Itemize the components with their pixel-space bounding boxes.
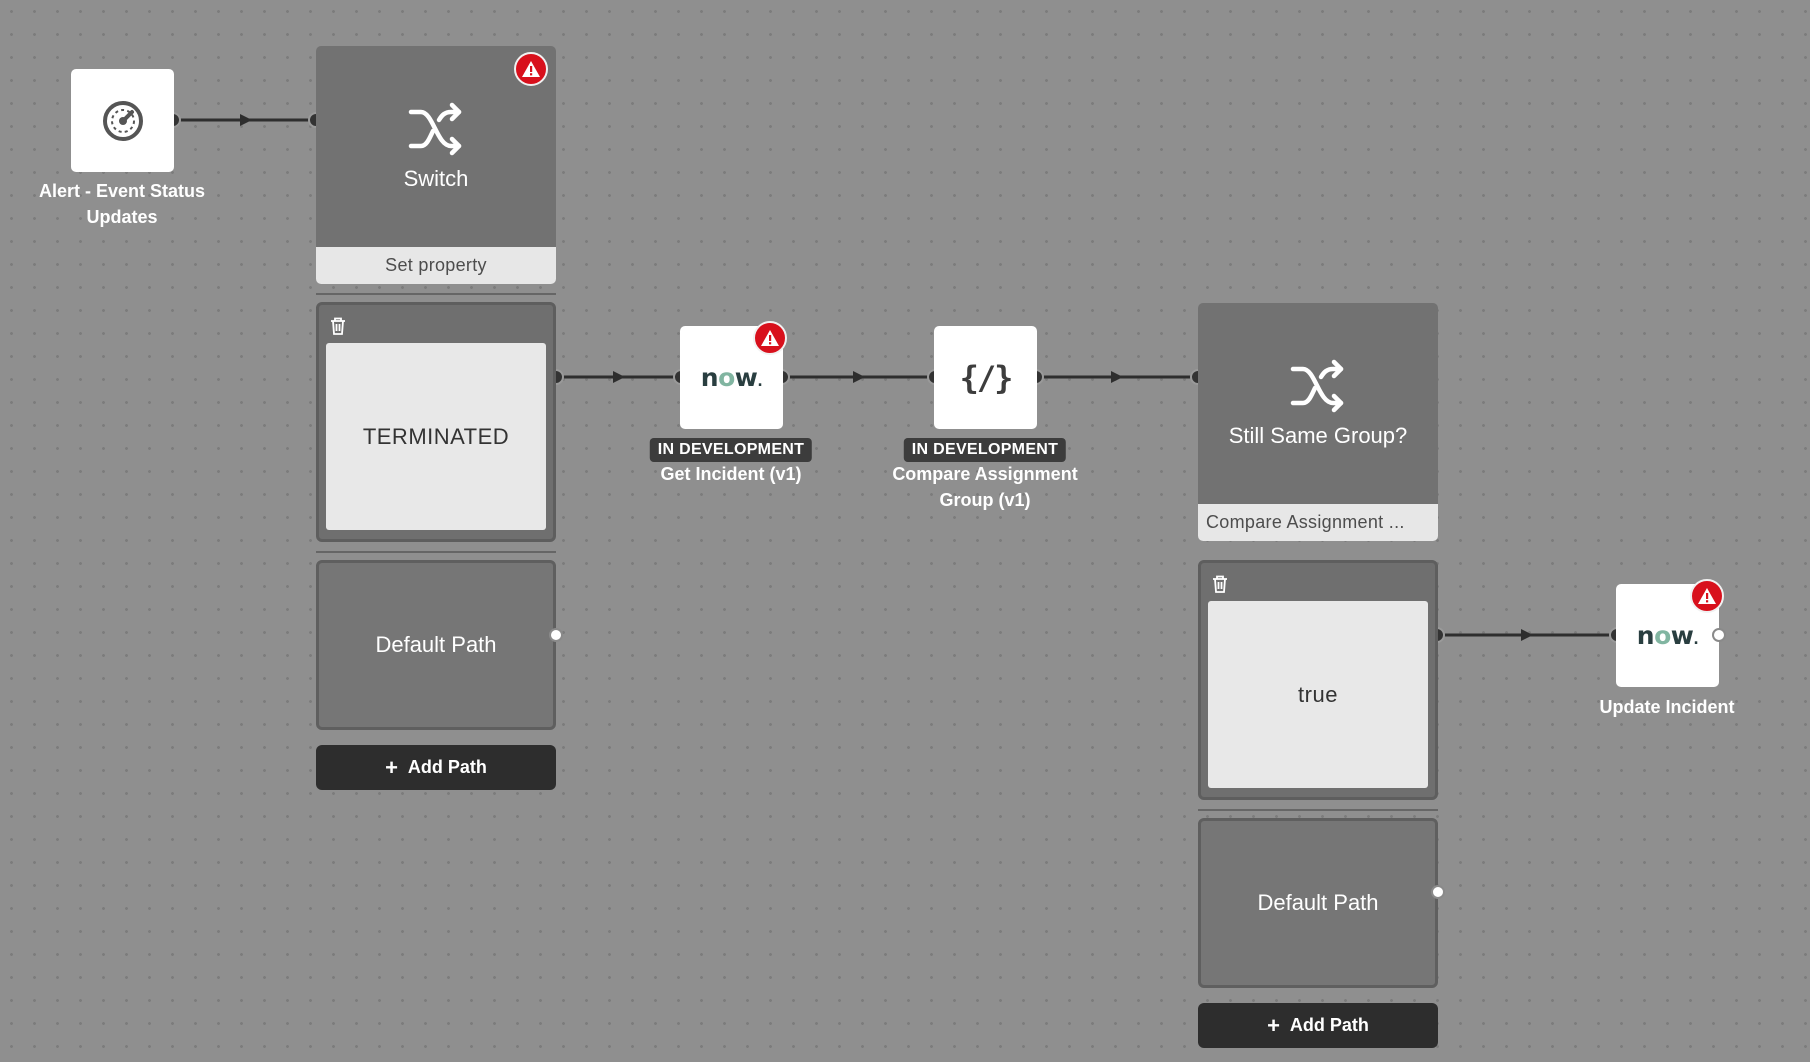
warning-icon bbox=[1690, 579, 1724, 613]
switch-subtitle: Set property bbox=[316, 247, 556, 284]
action-label: Compare Assignment Group (v1) bbox=[892, 464, 1078, 510]
path-condition: TERMINATED bbox=[326, 343, 546, 530]
status-badge: IN DEVELOPMENT bbox=[649, 438, 813, 462]
plus-icon: + bbox=[1267, 1012, 1280, 1038]
path-case-terminated[interactable]: TERMINATED bbox=[316, 302, 556, 542]
action-label: Get Incident (v1) bbox=[660, 464, 802, 484]
path-condition: true bbox=[1208, 601, 1428, 788]
switch-node[interactable]: Switch Set property bbox=[316, 46, 556, 284]
arrow-head bbox=[1521, 629, 1533, 641]
switch-node[interactable]: Still Same Group? Compare Assignment ... bbox=[1198, 303, 1438, 541]
status-badge: IN DEVELOPMENT bbox=[903, 438, 1067, 462]
action-node-compare-assignment[interactable]: {/} bbox=[934, 326, 1037, 429]
port-open[interactable] bbox=[1431, 885, 1445, 899]
code-script-icon: {/} bbox=[959, 358, 1014, 397]
port-open[interactable] bbox=[1712, 628, 1726, 642]
trigger-label: Alert - Event Status Updates bbox=[38, 181, 206, 227]
trash-icon[interactable] bbox=[1211, 574, 1229, 594]
servicenow-logo: now. bbox=[700, 363, 763, 392]
switch-subtitle: Compare Assignment ... bbox=[1198, 504, 1438, 541]
switch-title: Still Same Group? bbox=[1228, 422, 1408, 448]
arrow-head bbox=[853, 371, 865, 383]
shuffle-icon bbox=[408, 102, 462, 155]
add-path-button[interactable]: + Add Path bbox=[1198, 1003, 1438, 1048]
arrow-head bbox=[1111, 371, 1123, 383]
servicenow-logo: now. bbox=[1636, 621, 1699, 650]
warning-icon bbox=[514, 52, 548, 86]
divider bbox=[316, 293, 556, 295]
shuffle-icon bbox=[1290, 359, 1344, 412]
divider bbox=[1198, 809, 1438, 811]
add-path-button[interactable]: + Add Path bbox=[316, 745, 556, 790]
gauge-icon bbox=[102, 100, 143, 141]
trash-icon[interactable] bbox=[329, 316, 347, 336]
path-case-true[interactable]: true bbox=[1198, 560, 1438, 800]
port-open[interactable] bbox=[549, 628, 563, 642]
plus-icon: + bbox=[385, 754, 398, 780]
default-path[interactable]: Default Path bbox=[316, 560, 556, 730]
default-path[interactable]: Default Path bbox=[1198, 818, 1438, 988]
action-label: Update Incident bbox=[1599, 697, 1735, 717]
divider bbox=[316, 551, 556, 553]
trigger-node[interactable] bbox=[71, 69, 174, 172]
warning-icon bbox=[753, 321, 787, 355]
switch-title: Switch bbox=[403, 165, 469, 191]
arrow-head bbox=[240, 114, 252, 126]
arrow-head bbox=[613, 371, 625, 383]
action-node-update-incident[interactable]: now. bbox=[1616, 584, 1719, 687]
